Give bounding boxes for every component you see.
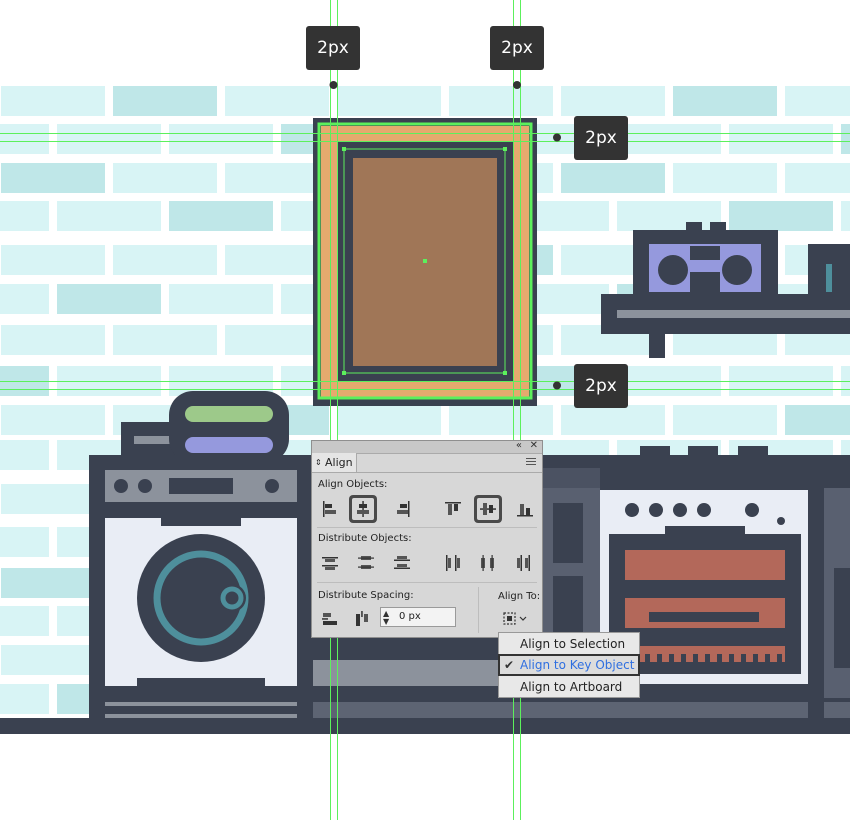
- align-top-icon: [445, 502, 461, 515]
- distribute-bottom-icon: [394, 556, 410, 569]
- vertical-align-top-button[interactable]: [439, 495, 467, 523]
- horizontal-align-right-button[interactable]: [389, 495, 417, 523]
- distribute-top-icon: [322, 557, 338, 570]
- panel-title-bar[interactable]: [312, 441, 542, 454]
- horizontal-spacing-icon: [356, 611, 368, 626]
- spacing-value: 0 px: [399, 611, 421, 622]
- distribute-right-icon: [517, 555, 530, 571]
- menu-item-align-to-artboard[interactable]: Align to Artboard: [520, 680, 623, 694]
- key-object-align-icon: [503, 612, 527, 625]
- distribute-spacing-title: Distribute Spacing:: [318, 590, 414, 601]
- guide-label-right-lower: 2px: [574, 364, 628, 408]
- tab-align[interactable]: ⇕ Align: [312, 453, 357, 472]
- distribute-objects-title: Distribute Objects:: [318, 533, 412, 544]
- align-middle-icon: [480, 503, 496, 515]
- distribute-vcenter-icon: [358, 556, 374, 569]
- align-panel: « ✕ ⇕ Align Align Objects: Distribute Ob…: [311, 440, 543, 638]
- distribute-bottom-button[interactable]: [388, 549, 416, 577]
- distribute-left-button[interactable]: [439, 549, 467, 577]
- picture-frame[interactable]: [313, 118, 537, 406]
- oven: [600, 488, 850, 718]
- align-bottom-icon: [517, 504, 533, 517]
- stacked-towels: [121, 391, 289, 463]
- vertical-distribute-space-button[interactable]: [316, 605, 344, 633]
- spacing-value-input[interactable]: ▲▼ 0 px: [380, 607, 456, 627]
- guide-label-top-left: 2px: [306, 26, 360, 70]
- distribute-left-icon: [446, 555, 460, 571]
- align-to-menu: Align to Selection ✔ Align to Key Object…: [498, 632, 640, 698]
- distribute-right-button[interactable]: [510, 549, 538, 577]
- distribute-top-button[interactable]: [316, 549, 344, 577]
- menu-item-align-to-selection[interactable]: Align to Selection: [520, 637, 626, 651]
- checkmark-icon: ✔: [504, 658, 515, 672]
- vertical-align-bottom-button[interactable]: [511, 495, 539, 523]
- horizontal-align-left-button[interactable]: [316, 495, 344, 523]
- distribute-vertical-center-button[interactable]: [352, 549, 380, 577]
- tab-align-label: Align: [325, 456, 353, 469]
- washing-machine: [105, 470, 297, 718]
- distribute-hcenter-icon: [481, 555, 494, 571]
- align-to-dropdown-button[interactable]: [500, 607, 534, 631]
- align-center-icon: [357, 501, 369, 517]
- vertical-align-center-button[interactable]: [474, 495, 502, 523]
- shelf-with-radio: [601, 222, 850, 358]
- stepper-arrows-icon[interactable]: ▲▼: [383, 609, 390, 626]
- horizontal-distribute-space-button[interactable]: [348, 605, 376, 633]
- panel-menu-button[interactable]: [526, 458, 536, 466]
- align-to-title: Align To:: [498, 591, 541, 602]
- menu-item-align-to-key-object[interactable]: ✔ Align to Key Object: [498, 654, 640, 676]
- measure-markers: [329, 81, 561, 390]
- align-objects-title: Align Objects:: [318, 479, 388, 490]
- align-right-icon: [397, 501, 410, 517]
- distribute-horizontal-center-button[interactable]: [474, 549, 502, 577]
- double-chevron-left-icon[interactable]: «: [515, 440, 522, 451]
- vertical-spacing-icon: [322, 613, 337, 625]
- updown-icon: ⇕: [315, 458, 322, 467]
- guide-label-top-right: 2px: [490, 26, 544, 70]
- align-left-icon: [323, 501, 336, 517]
- horizontal-align-center-button[interactable]: [349, 495, 377, 523]
- guide-label-right-upper: 2px: [574, 116, 628, 160]
- close-icon[interactable]: ✕: [529, 440, 538, 451]
